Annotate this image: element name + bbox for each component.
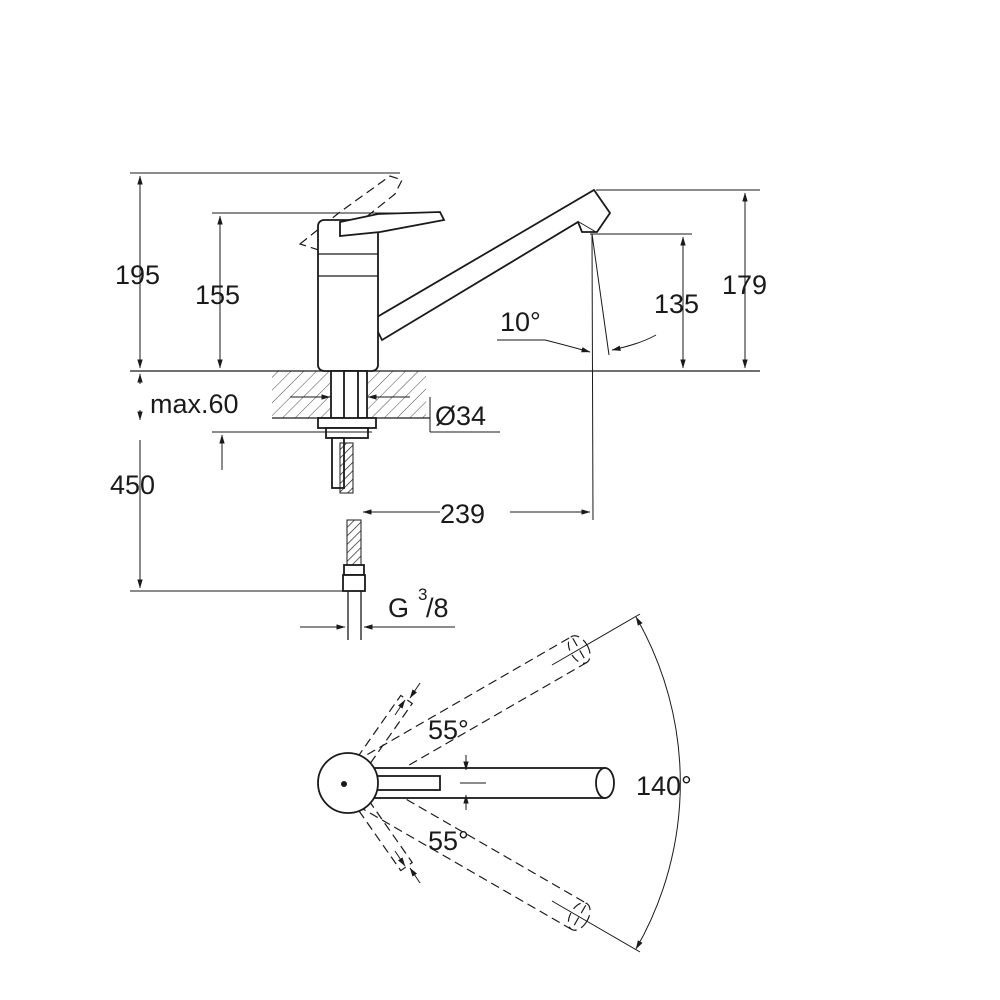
dimension-g-3-8: G 3 /8 [300, 585, 455, 630]
dimension-195: 195 [115, 172, 400, 369]
faucet-body-top-view [317, 752, 379, 814]
label-max-60: max.60 [150, 389, 239, 419]
label-thread-g: G [388, 593, 409, 623]
dimension-10-degree: 10° [497, 233, 657, 521]
spout-swivel-ghost-lower [354, 777, 591, 931]
dimension-179: 179 [596, 189, 767, 369]
dimension-swivel-angle: 140° [551, 613, 692, 953]
label-swivel-angle: 140° [636, 771, 692, 801]
dimension-450: 450 [110, 440, 345, 592]
label-lever-angle-upper: 55° [428, 715, 469, 745]
countertop-section [130, 370, 760, 419]
label-diameter-34: Ø34 [435, 401, 486, 431]
label-thread-denominator: /8 [426, 593, 449, 623]
dimension-239: 239 [362, 499, 591, 529]
label-thread-numerator: 3 [418, 585, 427, 604]
dimension-155: 155 [195, 212, 400, 369]
dimension-diameter-34: Ø34 [290, 394, 500, 433]
label-lever-angle-lower: 55° [428, 826, 469, 856]
body-cylinder [317, 219, 379, 372]
label-239: 239 [440, 499, 485, 529]
mounting-shank [317, 370, 377, 494]
dimension-lever-angle: 55° 55° [394, 682, 486, 884]
spout [370, 188, 612, 342]
countertop-right-hatch [368, 371, 426, 418]
supply-hose-braid [339, 442, 354, 494]
hose-connector-nut [342, 574, 366, 592]
side-view: 195 155 179 135 10° [110, 172, 767, 640]
label-135: 135 [654, 289, 699, 319]
faucet-body [317, 211, 446, 372]
mounting-nut [317, 417, 377, 429]
label-179: 179 [722, 270, 767, 300]
top-view: 55° 55° 140° [317, 613, 692, 953]
label-450: 450 [110, 470, 155, 500]
supply-hose [342, 519, 366, 640]
label-155: 155 [195, 280, 240, 310]
label-10-degree: 10° [500, 307, 541, 337]
countertop-left-hatch [272, 371, 330, 418]
dimension-max-60: max.60 [137, 373, 372, 470]
label-195: 195 [115, 260, 160, 290]
lever-handle [339, 211, 446, 237]
dimension-135: 135 [590, 233, 699, 369]
